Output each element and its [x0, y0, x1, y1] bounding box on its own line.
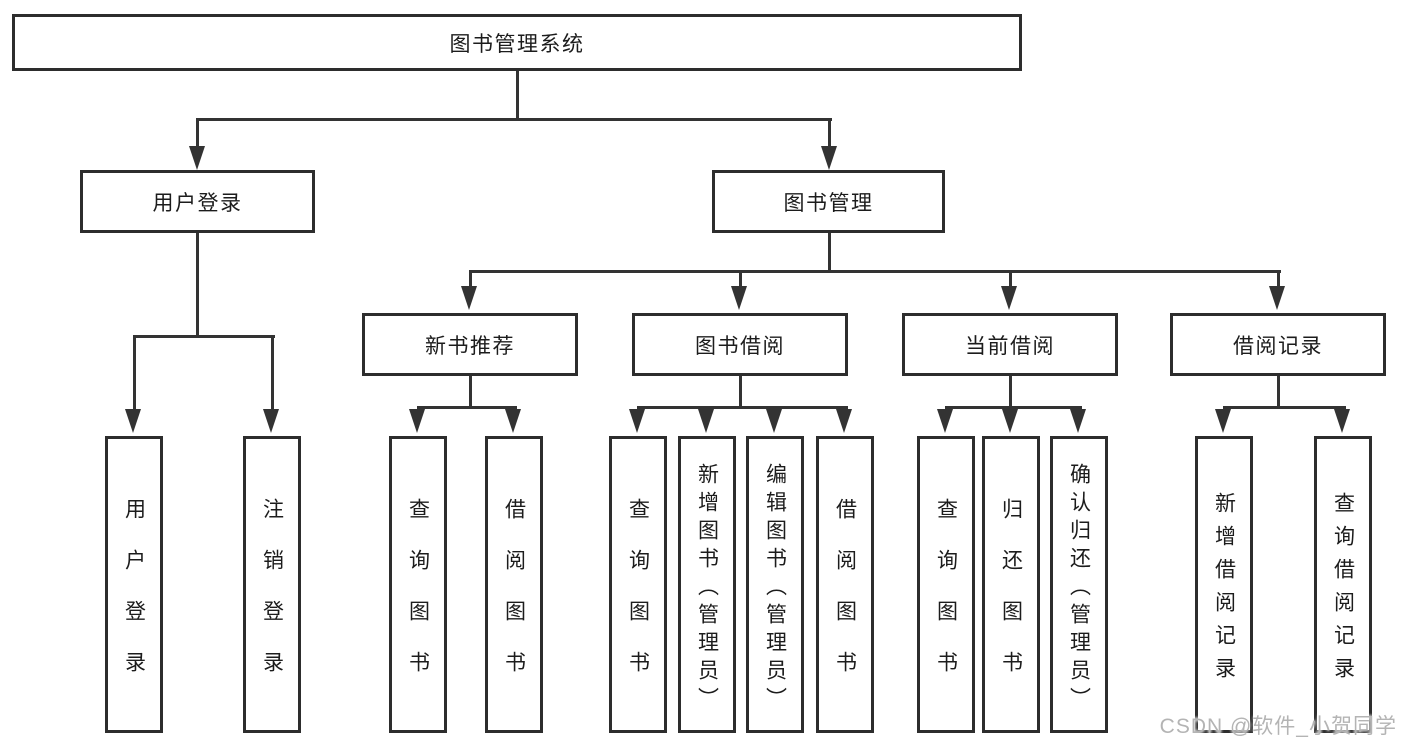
leaf-label: 查询图书 — [934, 497, 958, 702]
node-book-management-branch: 图书管理 — [712, 170, 945, 233]
leaf-label: 新增借阅记录 — [1212, 491, 1236, 690]
leaf-query-borrow-record: 查询借阅记录 — [1314, 436, 1372, 733]
arrow-down-icon — [189, 146, 205, 170]
leaf-logout: 注销登录 — [243, 436, 301, 733]
arrow-down-icon — [937, 409, 953, 433]
arrow-down-icon — [698, 409, 714, 433]
connector-line — [469, 270, 1281, 273]
connector-line — [637, 406, 848, 409]
arrow-down-icon — [125, 409, 141, 433]
connector-line — [516, 70, 519, 120]
leaf-add-book-admin: 新增图书（管理员） — [678, 436, 736, 733]
csdn-watermark: CSDN @软件_小贺同学 — [1159, 715, 1397, 738]
leaf-label: 归还图书 — [999, 497, 1023, 702]
arrow-down-icon — [1001, 286, 1017, 310]
arrow-down-icon — [505, 409, 521, 433]
node-label: 图书管理系统 — [449, 32, 585, 56]
connector-line — [196, 118, 832, 121]
connector-line — [1223, 406, 1346, 409]
node-new-book-recommend: 新书推荐 — [362, 313, 578, 376]
connector-line — [271, 335, 274, 411]
arrow-down-icon — [731, 286, 747, 310]
node-book-borrow: 图书借阅 — [632, 313, 848, 376]
leaf-label: 查询图书 — [626, 497, 650, 702]
connector-line — [133, 335, 275, 338]
arrow-down-icon — [821, 146, 837, 170]
arrow-down-icon — [409, 409, 425, 433]
connector-line — [1009, 376, 1012, 409]
leaf-user-login: 用户登录 — [105, 436, 163, 733]
connector-line — [739, 376, 742, 409]
arrow-down-icon — [766, 409, 782, 433]
leaf-label: 用户登录 — [122, 497, 146, 702]
connector-line — [828, 118, 831, 148]
arrow-down-icon — [629, 409, 645, 433]
node-label: 新书推荐 — [425, 334, 515, 358]
connector-line — [1009, 270, 1012, 288]
connector-line — [469, 376, 472, 409]
connector-line — [1277, 270, 1280, 288]
leaf-edit-book-admin: 编辑图书（管理员） — [746, 436, 804, 733]
connector-line — [417, 406, 517, 409]
leaf-borrow-books: 借阅图书 — [816, 436, 874, 733]
leaf-query-books-borrow: 查询图书 — [609, 436, 667, 733]
arrow-down-icon — [1334, 409, 1350, 433]
leaf-label: 查询借阅记录 — [1331, 491, 1355, 690]
node-borrow-records: 借阅记录 — [1170, 313, 1386, 376]
leaf-label: 查询图书 — [406, 497, 430, 702]
connector-line — [196, 118, 199, 148]
leaf-label: 借阅图书 — [502, 497, 526, 702]
leaf-label: 新增图书（管理员） — [695, 462, 719, 715]
leaf-confirm-return-admin: 确认归还（管理员） — [1050, 436, 1108, 733]
leaf-label: 注销登录 — [260, 497, 284, 702]
leaf-query-books-current: 查询图书 — [917, 436, 975, 733]
node-label: 图书借阅 — [695, 334, 785, 358]
arrow-down-icon — [263, 409, 279, 433]
leaf-query-books-recommend: 查询图书 — [389, 436, 447, 733]
node-label: 图书管理 — [783, 191, 874, 215]
leaf-label: 编辑图书（管理员） — [763, 462, 787, 715]
leaf-return-book: 归还图书 — [982, 436, 1040, 733]
connector-line — [1277, 376, 1280, 409]
connector-line — [196, 233, 199, 338]
node-label: 借阅记录 — [1233, 334, 1323, 358]
node-root-library-system: 图书管理系统 — [12, 14, 1022, 71]
node-label: 当前借阅 — [965, 334, 1055, 358]
connector-line — [945, 406, 1082, 409]
node-current-borrow: 当前借阅 — [902, 313, 1118, 376]
leaf-label: 借阅图书 — [833, 497, 857, 702]
node-label: 用户登录 — [152, 191, 243, 215]
connector-line — [828, 233, 831, 273]
arrow-down-icon — [1070, 409, 1086, 433]
node-user-login-branch: 用户登录 — [80, 170, 315, 233]
arrow-down-icon — [1215, 409, 1231, 433]
connector-line — [469, 270, 472, 288]
arrow-down-icon — [1002, 409, 1018, 433]
arrow-down-icon — [461, 286, 477, 310]
leaf-label: 确认归还（管理员） — [1067, 462, 1091, 715]
arrow-down-icon — [1269, 286, 1285, 310]
leaf-add-borrow-record: 新增借阅记录 — [1195, 436, 1253, 733]
connector-line — [133, 335, 136, 411]
leaf-borrow-books-recommend: 借阅图书 — [485, 436, 543, 733]
connector-line — [739, 270, 742, 288]
arrow-down-icon — [836, 409, 852, 433]
